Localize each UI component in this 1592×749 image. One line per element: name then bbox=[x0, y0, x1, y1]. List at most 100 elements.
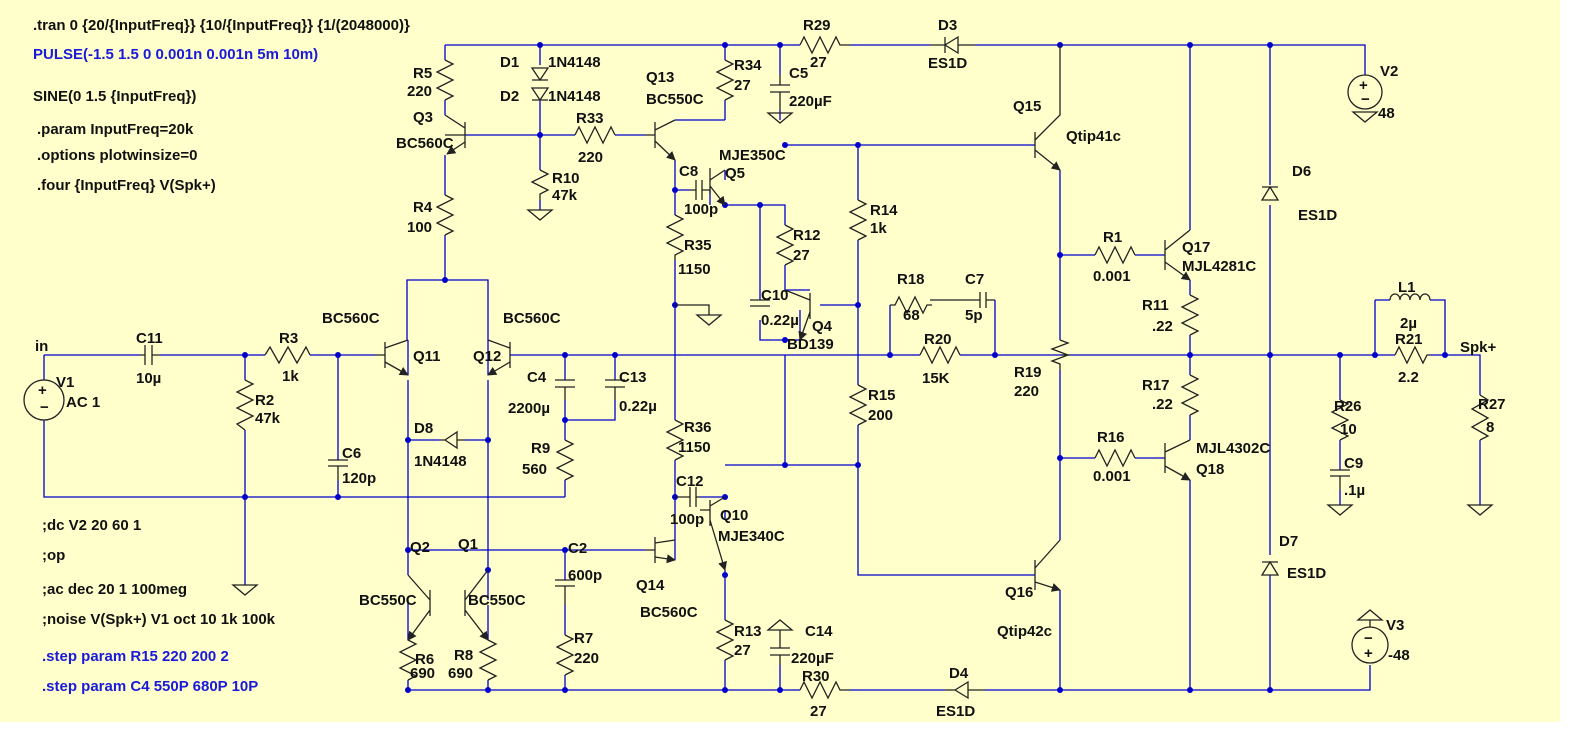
label-r10: R10 bbox=[552, 170, 580, 187]
label-q15: Q15 bbox=[1013, 98, 1041, 115]
transistor-q2 bbox=[408, 574, 431, 640]
label-q17: Q17 bbox=[1182, 239, 1210, 256]
value-r4: 100 bbox=[407, 219, 432, 236]
value-q3: BC560C bbox=[396, 135, 454, 152]
value-r13: 27 bbox=[734, 642, 751, 659]
transistor-q1 bbox=[464, 569, 488, 640]
components: +− +− − + bbox=[23, 35, 1494, 700]
ground-r27 bbox=[1466, 504, 1494, 516]
value-r10: 47k bbox=[552, 187, 578, 204]
resistor-r8 bbox=[478, 639, 498, 681]
resistor-r17 bbox=[1180, 374, 1200, 416]
value-d6: ES1D bbox=[1298, 207, 1337, 224]
directive-step-c4[interactable]: .step param C4 550P 680P 10P bbox=[42, 678, 258, 695]
label-r20: R20 bbox=[924, 331, 952, 348]
label-c4: C4 bbox=[527, 369, 547, 386]
value-q11: BC560C bbox=[322, 310, 380, 327]
directive-four[interactable]: .four {InputFreq} V(Spk+) bbox=[37, 177, 216, 194]
capacitor-c12 bbox=[675, 487, 700, 507]
directive-sine[interactable]: SINE(0 1.5 {InputFreq}) bbox=[33, 88, 196, 105]
resistor-r12 bbox=[775, 224, 795, 266]
value-r16: 0.001 bbox=[1093, 468, 1131, 485]
resistor-r26 bbox=[1330, 399, 1350, 441]
value-c12: 100p bbox=[670, 511, 704, 528]
label-r33: R33 bbox=[576, 110, 604, 127]
wire-input-bus bbox=[43, 354, 565, 498]
capacitor-c2 bbox=[555, 579, 575, 605]
resistor-r30 bbox=[799, 680, 850, 700]
label-r17: R17 bbox=[1142, 377, 1170, 394]
value-r20: 15K bbox=[922, 370, 950, 387]
diode-d1 bbox=[530, 67, 550, 82]
value-c6: 120p bbox=[342, 470, 376, 487]
label-v1: V1 bbox=[56, 374, 74, 391]
directive-step-r15[interactable]: .step param R15 220 200 2 bbox=[42, 648, 229, 665]
directive-options[interactable]: .options plotwinsize=0 bbox=[37, 147, 197, 164]
value-r36: 1150 bbox=[678, 439, 711, 456]
resistor-r21 bbox=[1394, 345, 1430, 365]
label-q14: Q14 bbox=[636, 577, 665, 594]
label-r8: R8 bbox=[454, 647, 473, 664]
value-d1: 1N4148 bbox=[548, 54, 601, 71]
label-spk: Spk+ bbox=[1460, 339, 1497, 356]
value-r14: 1k bbox=[870, 220, 887, 237]
value-q17: MJL4281C bbox=[1182, 258, 1256, 275]
value-c4: 2200µ bbox=[508, 400, 550, 417]
resistor-r16 bbox=[1094, 448, 1136, 468]
label-r3: R3 bbox=[279, 330, 298, 347]
transistor-q15 bbox=[1034, 45, 1060, 170]
comment-ac[interactable]: ;ac dec 20 1 100meg bbox=[42, 581, 187, 598]
value-q15: Qtip41c bbox=[1066, 128, 1121, 145]
transistor-q12 bbox=[488, 339, 511, 375]
label-c8: C8 bbox=[679, 163, 698, 180]
schematic-canvas[interactable]: +− +− −+ R29 27 D3 ES1D V2 48 R5 220 D1 … bbox=[0, 0, 1560, 722]
comment-op[interactable]: ;op bbox=[42, 547, 65, 564]
value-c13: 0.22µ bbox=[619, 398, 657, 415]
directive-pulse[interactable]: PULSE(-1.5 1.5 0 0.001n 0.001n 5m 10m) bbox=[33, 46, 318, 63]
svg-text:−: − bbox=[40, 399, 49, 416]
label-q3: Q3 bbox=[413, 109, 433, 126]
diode-d6 bbox=[1260, 185, 1280, 201]
comment-dc[interactable]: ;dc V2 20 60 1 bbox=[42, 517, 141, 534]
voltage-source-v1: +− bbox=[23, 379, 65, 421]
spice-directives[interactable]: .tran 0 {20/{InputFreq}} {10/{InputFreq}… bbox=[33, 17, 410, 695]
label-r14: R14 bbox=[870, 202, 898, 219]
diode-d3 bbox=[930, 35, 975, 55]
comment-noise[interactable]: ;noise V(Spk+) V1 oct 10 1k 100k bbox=[42, 611, 276, 628]
resistor-r34 bbox=[715, 59, 735, 101]
label-r35: R35 bbox=[684, 237, 712, 254]
svg-text:+: + bbox=[1359, 77, 1368, 94]
value-r27: 8 bbox=[1486, 419, 1494, 436]
label-c9: C9 bbox=[1344, 455, 1363, 472]
label-r4: R4 bbox=[413, 199, 433, 216]
value-r33: 220 bbox=[578, 149, 603, 166]
resistor-r7 bbox=[555, 634, 575, 676]
label-v2: V2 bbox=[1380, 63, 1398, 80]
resistor-r2 bbox=[235, 379, 255, 431]
label-d8: D8 bbox=[414, 420, 433, 437]
directive-param[interactable]: .param InputFreq=20k bbox=[37, 121, 194, 138]
resistor-r1 bbox=[1094, 245, 1136, 265]
value-q18: MJL4302C bbox=[1196, 440, 1270, 457]
label-q10: Q10 bbox=[720, 507, 748, 524]
diode-d4 bbox=[945, 680, 985, 700]
value-c9: .1µ bbox=[1344, 482, 1365, 499]
capacitor-c6 bbox=[328, 459, 348, 480]
value-q12: BC560C bbox=[503, 310, 561, 327]
label-q11: Q11 bbox=[413, 348, 441, 365]
label-r18: R18 bbox=[897, 271, 925, 288]
ground-r10 bbox=[526, 209, 554, 221]
voltage-source-v2: +− bbox=[1347, 74, 1383, 110]
label-c13: C13 bbox=[619, 369, 647, 386]
value-r18: 68 bbox=[903, 307, 920, 324]
label-r12: R12 bbox=[793, 227, 821, 244]
label-q13: Q13 bbox=[646, 69, 674, 86]
directive-tran[interactable]: .tran 0 {20/{InputFreq}} {10/{InputFreq}… bbox=[33, 17, 410, 34]
value-c8: 100p bbox=[684, 201, 718, 218]
transistor-q11 bbox=[375, 339, 408, 375]
ground-r2 bbox=[231, 584, 259, 596]
value-q5: MJE350C bbox=[719, 147, 786, 164]
transistor-q3 bbox=[445, 114, 466, 154]
value-d8: 1N4148 bbox=[414, 453, 467, 470]
resistor-r33 bbox=[574, 125, 616, 145]
